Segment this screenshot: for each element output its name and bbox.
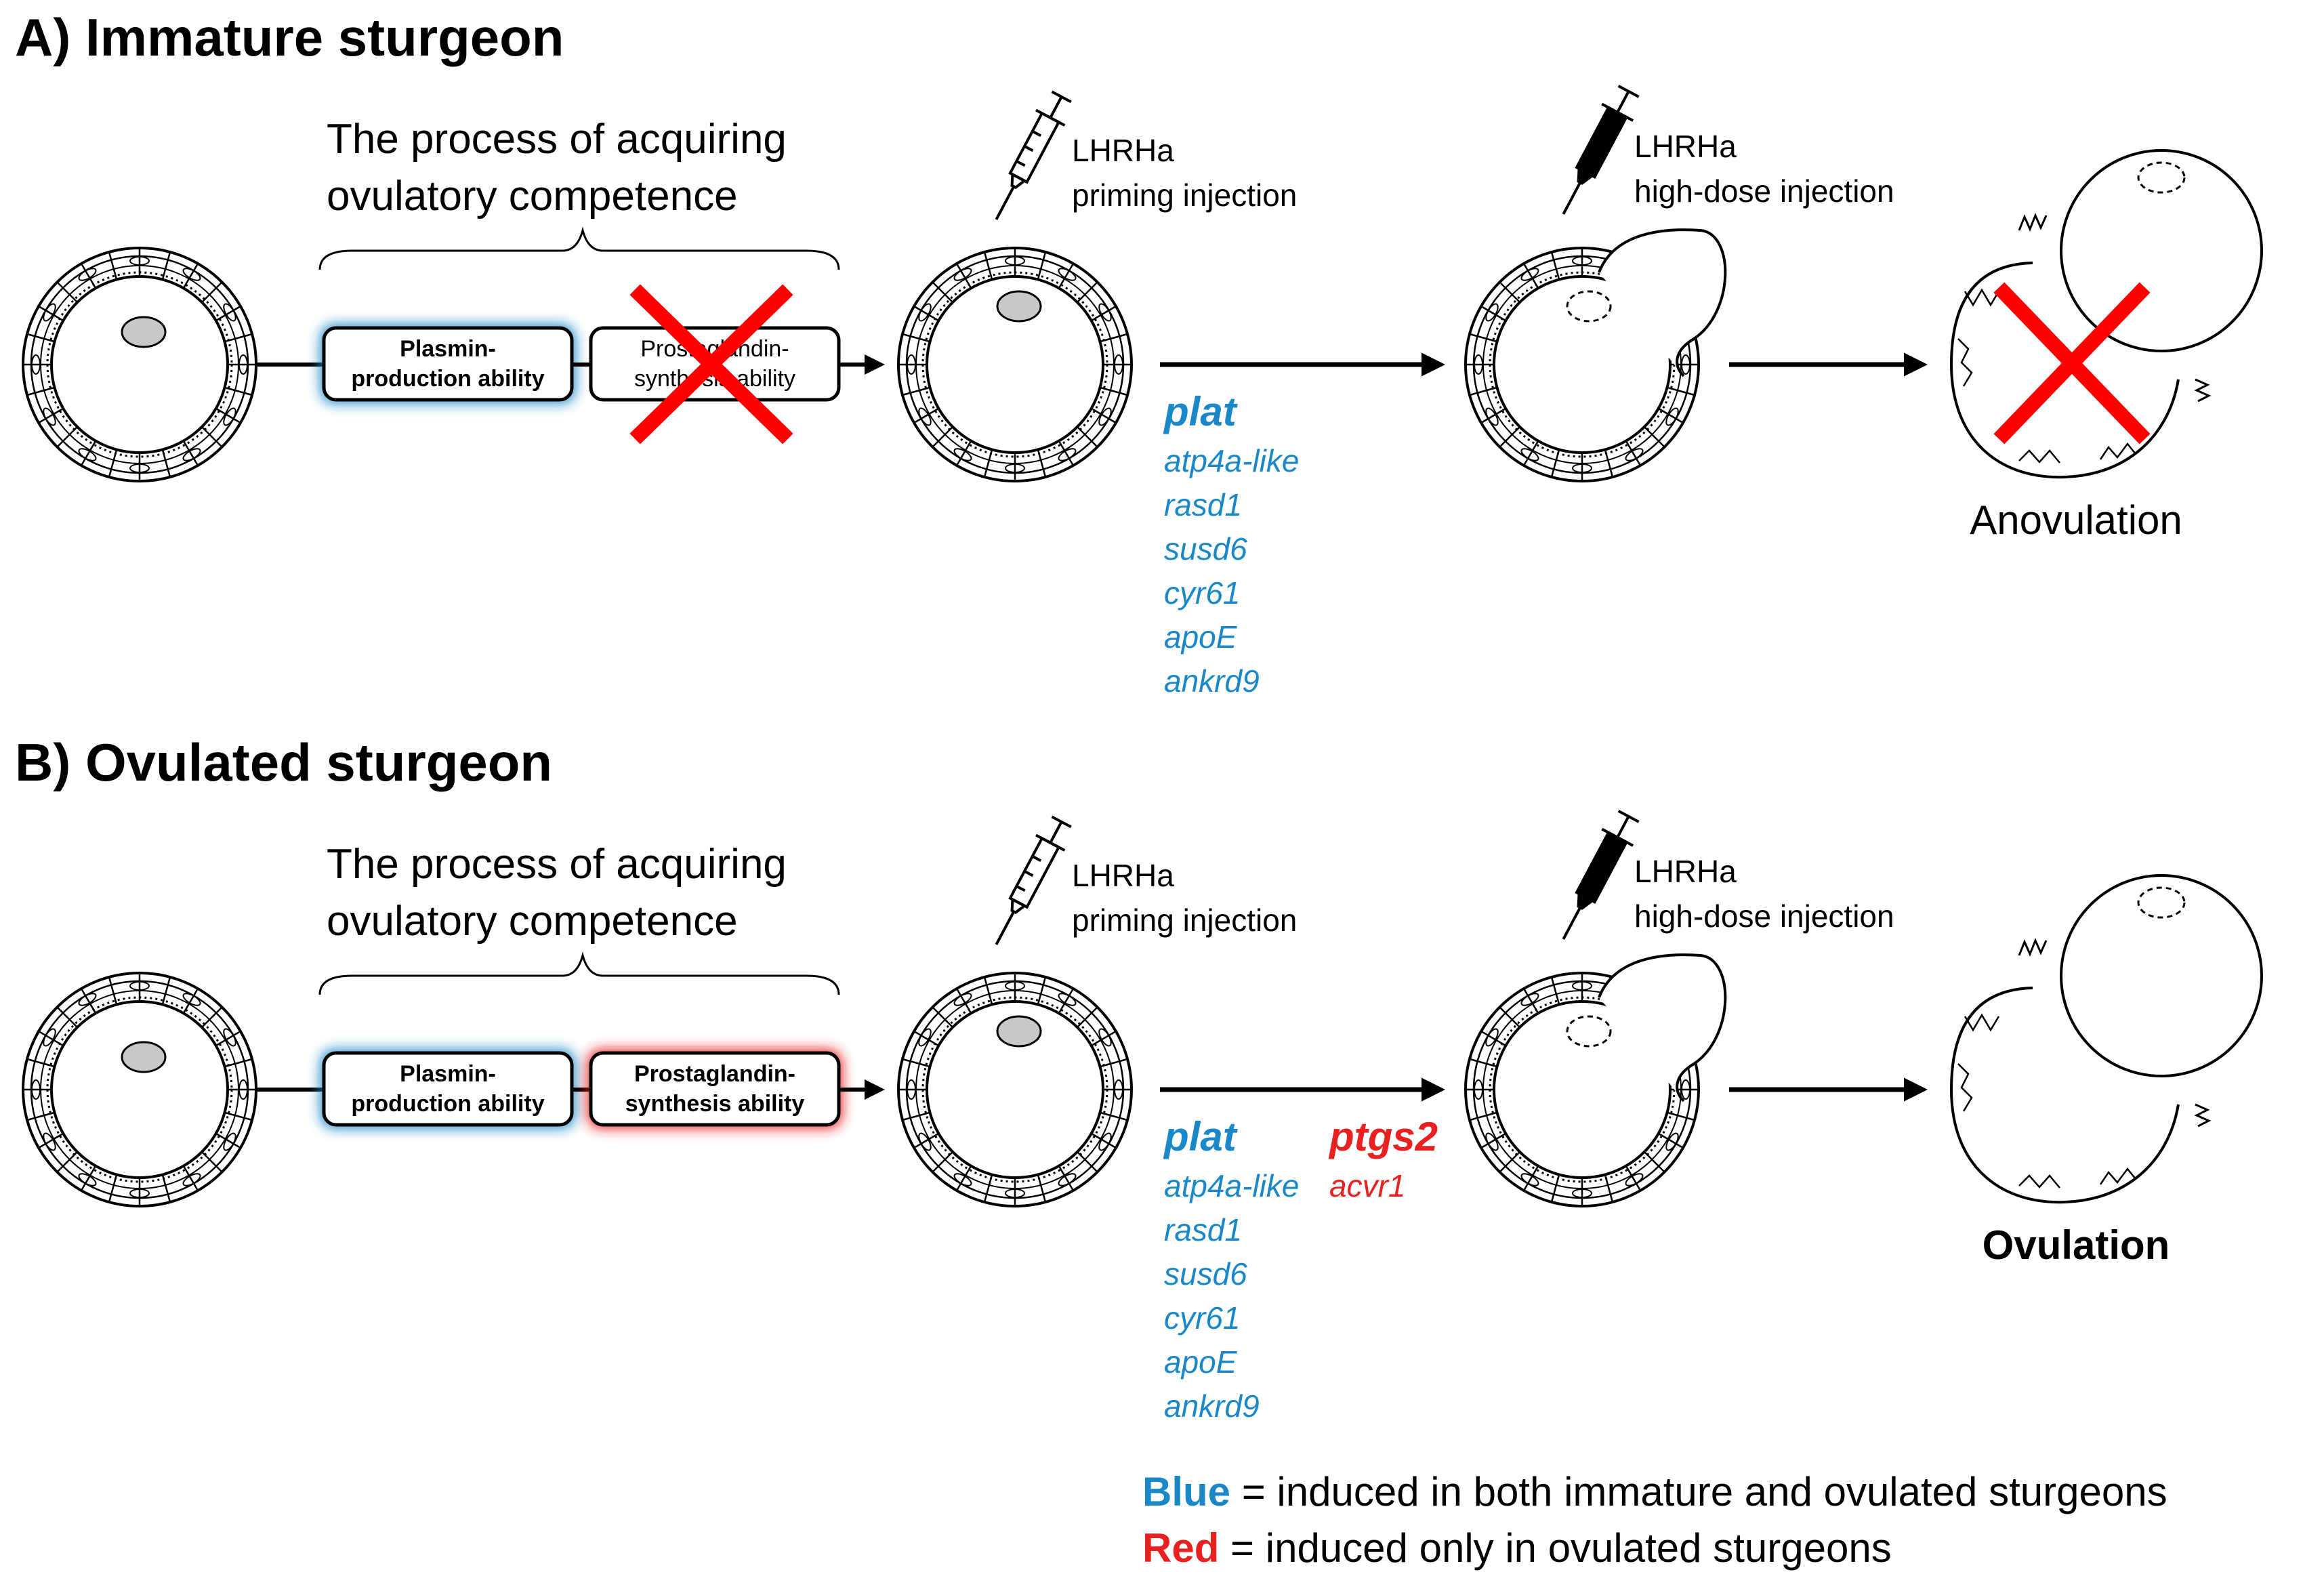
- panel-a-highdose-line2: high-dose injection: [1634, 173, 1894, 209]
- panel-b-gene-ptgs2: ptgs2: [1328, 1114, 1438, 1159]
- panel-a-gene-rasd1: rasd1: [1164, 487, 1242, 522]
- panel-b-box1-line2: production ability: [351, 1091, 544, 1117]
- panel-a-box1-line2: production ability: [351, 366, 544, 392]
- panel-b-priming-line1: LHRHa: [1072, 858, 1174, 893]
- panel-a-title: A) Immature sturgeon: [15, 7, 564, 67]
- panel-b-gene-acvr1: acvr1: [1329, 1168, 1405, 1203]
- panel-b-highdose-line1: LHRHa: [1634, 854, 1737, 889]
- panel-a-anovulation-cross: [1993, 282, 2151, 445]
- panel-b-syringe-priming-icon: [980, 812, 1077, 954]
- panel-b-gene-susd6: susd6: [1164, 1256, 1247, 1292]
- panel-b-nucleus-2: [996, 1015, 1042, 1048]
- panel-b-follicle-3: [1464, 953, 1727, 1207]
- panel-b-box2-line1: Prostaglandin-: [634, 1061, 795, 1087]
- panel-a-box1-line1: Plasmin-: [400, 336, 496, 362]
- panel-a-gene-plat: plat: [1163, 389, 1239, 434]
- panel-b-gene-atp4a: atp4a-like: [1164, 1168, 1299, 1203]
- panel-a-gene-ankrd9: ankrd9: [1164, 663, 1260, 699]
- panel-a-outcome: Anovulation: [1970, 497, 2182, 543]
- panel-a-priming-line2: priming injection: [1072, 178, 1297, 213]
- panel-a-follicle-3: [1464, 228, 1727, 482]
- panel-a-nucleus-2: [996, 290, 1042, 323]
- legend-blue-text: = induced in both immature and ovulated …: [1230, 1469, 2167, 1514]
- panel-b-process-line1: The process of acquiring: [327, 841, 787, 888]
- panel-b-syringe-highdose-icon: [1546, 806, 1646, 949]
- panel-a-brace: [318, 226, 840, 270]
- panel-a-gene-cyr61: cyr61: [1164, 575, 1240, 611]
- panel-a-box2-cross: [629, 284, 793, 445]
- panel-a-priming-line1: LHRHa: [1072, 133, 1174, 168]
- panel-a-gene-atp4a: atp4a-like: [1164, 443, 1299, 478]
- panel-b-ruptured-follicle: [1949, 874, 2263, 1204]
- panel-a-follicle-1: [22, 247, 257, 482]
- panel-b-outcome: Ovulation: [1983, 1222, 2170, 1268]
- panel-b-nucleus-1: [121, 1041, 167, 1073]
- panel-b-follicle-2: [897, 972, 1133, 1207]
- legend-red-text: = induced only in ovulated sturgeons: [1219, 1525, 1891, 1571]
- panel-a-gene-susd6: susd6: [1164, 531, 1247, 566]
- panel-a-nucleus-1: [121, 316, 167, 348]
- legend-blue-word: Blue: [1142, 1469, 1230, 1514]
- panel-b-process-line2: ovulatory competence: [327, 898, 738, 945]
- panel-a-syringe-highdose-icon: [1546, 81, 1646, 224]
- panel-b-brace: [318, 951, 840, 995]
- panel-a-process-line2: ovulatory competence: [327, 173, 738, 220]
- panel-b-priming-line2: priming injection: [1072, 903, 1297, 938]
- panel-a-ruptured-follicle: [1949, 149, 2263, 479]
- panel-b-gene-rasd1: rasd1: [1164, 1212, 1242, 1247]
- legend-red-word: Red: [1142, 1525, 1219, 1571]
- legend-blue: Blue = induced in both immature and ovul…: [1142, 1469, 2167, 1514]
- panel-b-gene-plat: plat: [1163, 1114, 1239, 1159]
- panel-b-gene-apoe: apoE: [1164, 1344, 1238, 1380]
- panel-b-gene-ankrd9: ankrd9: [1164, 1388, 1260, 1424]
- panel-a-highdose-line1: LHRHa: [1634, 129, 1737, 164]
- panel-a-syringe-priming-icon: [980, 87, 1077, 229]
- panel-b-gene-cyr61: cyr61: [1164, 1300, 1240, 1336]
- panel-a-follicle-2: [897, 247, 1133, 482]
- legend-red: Red = induced only in ovulated sturgeons: [1142, 1525, 1892, 1571]
- panel-b-box2-line2: synthesis ability: [625, 1091, 805, 1117]
- panel-b-follicle-1: [22, 972, 257, 1207]
- panel-a-process-line1: The process of acquiring: [327, 116, 787, 163]
- panel-b-box1-line1: Plasmin-: [400, 1061, 496, 1087]
- panel-a-gene-apoe: apoE: [1164, 619, 1238, 655]
- panel-b-title: B) Ovulated sturgeon: [15, 732, 552, 792]
- panel-b-highdose-line2: high-dose injection: [1634, 898, 1894, 934]
